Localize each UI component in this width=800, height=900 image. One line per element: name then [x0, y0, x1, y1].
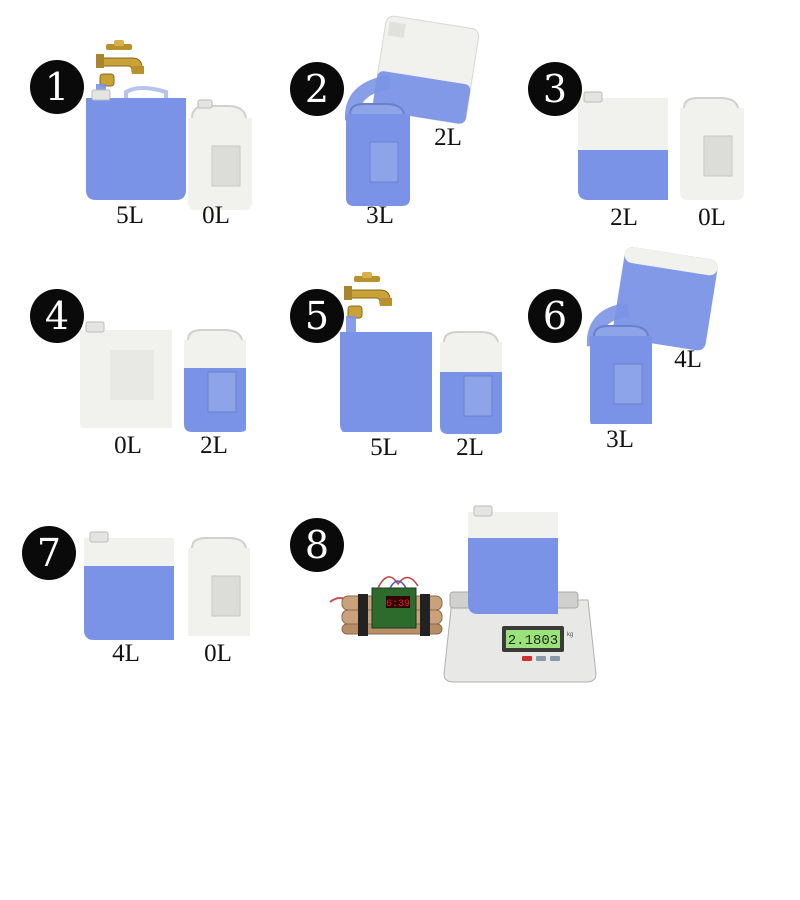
volume-label: 4L — [112, 640, 140, 667]
bomb-icon: 6:39 — [329, 576, 443, 636]
jug-small — [184, 329, 246, 432]
faucet-icon — [344, 272, 392, 319]
step-3 — [578, 91, 744, 200]
scale-reading: 2.1803 — [508, 633, 558, 649]
step-1 — [86, 40, 252, 210]
jug-large — [578, 91, 668, 200]
jug-small — [346, 103, 410, 206]
jug-small — [680, 97, 744, 200]
jug-large — [340, 332, 432, 432]
water-stream — [346, 316, 356, 338]
step-number-6: 6 — [528, 289, 582, 343]
jug-large-pouring — [612, 247, 718, 351]
volume-label: 3L — [366, 202, 394, 229]
jug-large — [86, 86, 186, 200]
jug-large — [80, 321, 172, 428]
step-number-5: 5 — [290, 289, 344, 343]
jug-small — [440, 331, 502, 434]
step-6 — [586, 247, 718, 424]
volume-label: 2L — [456, 434, 484, 461]
scale-unit: kg — [567, 632, 573, 638]
jug-large — [468, 505, 558, 614]
step-number-8: 8 — [290, 518, 344, 572]
bomb-timer: 6:39 — [386, 599, 410, 610]
jug-large — [84, 531, 174, 640]
volume-label: 0L — [698, 204, 726, 231]
volume-label: 3L — [606, 426, 634, 453]
step-7 — [84, 531, 250, 640]
step-4 — [80, 321, 246, 432]
step-2 — [344, 15, 480, 206]
volume-label: 2L — [200, 432, 228, 459]
step-number-2: 2 — [290, 62, 344, 116]
step-number-1: 1 — [30, 60, 84, 114]
jug-small — [188, 537, 250, 636]
step-8: 6:39 2.1803 kg — [329, 505, 597, 683]
volume-label: 0L — [202, 202, 230, 229]
step-number-3: 3 — [528, 62, 582, 116]
volume-label: 5L — [116, 202, 144, 229]
faucet-icon — [96, 40, 144, 87]
volume-label: 2L — [434, 124, 462, 151]
jug-small — [590, 325, 652, 424]
volume-label: 4L — [674, 346, 702, 373]
volume-label: 0L — [204, 640, 232, 667]
jug-large-pouring — [372, 15, 480, 124]
jug-small — [188, 99, 252, 210]
step-number-7: 7 — [22, 526, 76, 580]
volume-label: 2L — [610, 204, 638, 231]
step-number-4: 4 — [30, 289, 84, 343]
step-5 — [340, 272, 502, 434]
volume-label: 5L — [370, 434, 398, 461]
volume-label: 0L — [114, 432, 142, 459]
